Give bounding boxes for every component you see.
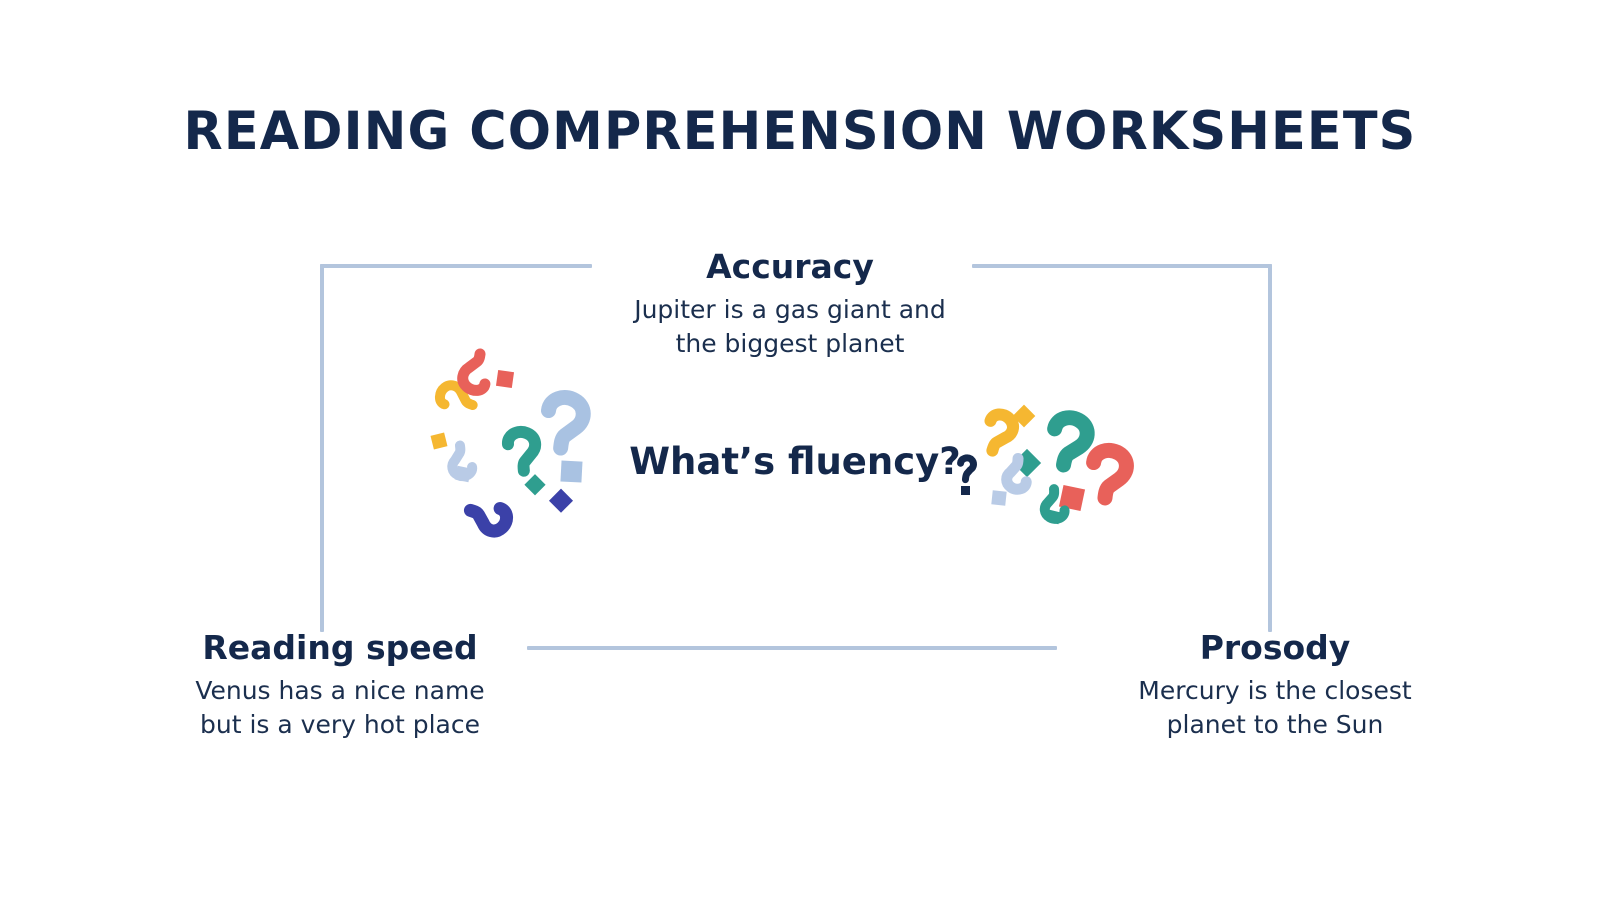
block-prosody-body-line-2: planet to the Sun <box>1166 710 1384 740</box>
block-reading-speed-heading: Reading speed <box>202 628 478 667</box>
frame-line-top-right <box>972 264 1272 268</box>
page-title: READING COMPREHENSION WORKSHEETS <box>183 101 1417 162</box>
block-accuracy-body-line-1: Jupiter is a gas giant and <box>634 294 946 324</box>
center-question-text: What’s fluency? <box>629 440 961 483</box>
block-reading-speed-body-line-1: Venus has a nice name <box>195 675 485 705</box>
block-reading-speed-body: Venus has a nice name but is a very hot … <box>135 674 545 743</box>
block-prosody-body: Mercury is the closest planet to the Sun <box>1075 674 1475 743</box>
frame-line-top-left <box>320 264 592 268</box>
frame-line-right <box>1268 264 1272 632</box>
block-accuracy-heading: Accuracy <box>706 247 874 286</box>
block-reading-speed: Reading speed Venus has a nice name but … <box>135 629 545 743</box>
block-reading-speed-body-line-2: but is a very hot place <box>200 710 480 740</box>
frame-line-left <box>320 264 324 632</box>
frame-line-bottom <box>527 646 1057 650</box>
block-prosody-body-line-1: Mercury is the closest <box>1138 675 1412 705</box>
question-marks-cluster-right-icon <box>955 383 1145 543</box>
block-prosody-heading: Prosody <box>1199 628 1351 667</box>
question-marks-cluster-left-icon <box>418 348 618 543</box>
block-accuracy: Accuracy Jupiter is a gas giant and the … <box>590 248 990 362</box>
block-accuracy-body: Jupiter is a gas giant and the biggest p… <box>590 293 990 362</box>
block-accuracy-body-line-2: the biggest planet <box>675 329 905 359</box>
block-prosody: Prosody Mercury is the closest planet to… <box>1075 629 1475 743</box>
